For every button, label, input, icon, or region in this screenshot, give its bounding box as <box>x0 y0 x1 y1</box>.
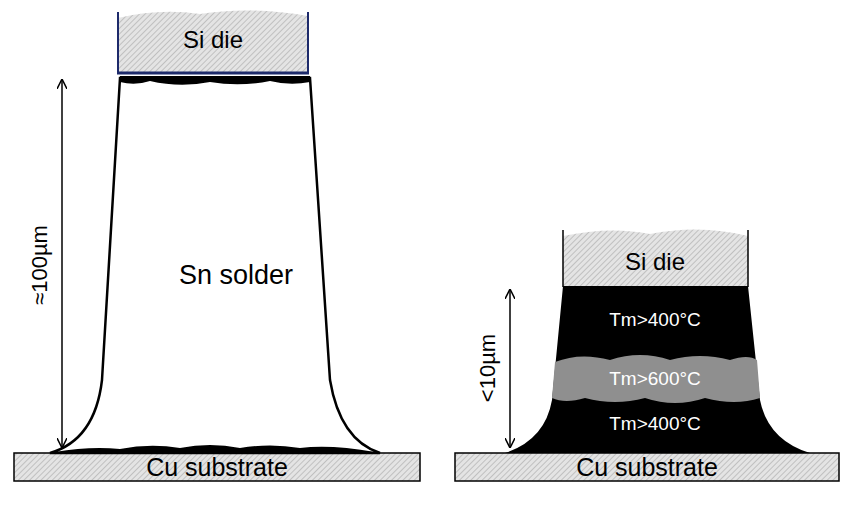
high-tm-band <box>552 355 760 403</box>
si-die <box>563 229 748 287</box>
cu-substrate <box>455 453 839 481</box>
cu-substrate <box>14 453 420 481</box>
node-text: Si die <box>183 26 243 54</box>
imc-band: Tm>400°C <box>605 307 705 333</box>
substrate-band: Cu substrate <box>142 451 292 484</box>
dimension-label: ≈100µm <box>27 222 53 308</box>
dimension-arrow <box>509 290 511 447</box>
imc-band: Tm>600°C <box>605 366 705 392</box>
node-text: Cu substrate <box>576 453 718 482</box>
imc-band: Tm>400°C <box>605 411 705 437</box>
si-die <box>118 10 308 72</box>
substrate-band: Cu substrate <box>572 451 722 484</box>
dimension-arrow <box>61 80 63 447</box>
node-text: Si die <box>625 248 685 276</box>
sn-solder <box>50 78 380 453</box>
node-text: Tm>400°C <box>609 309 701 331</box>
imc-layer <box>55 445 375 452</box>
imc-stack <box>505 286 810 453</box>
node-text: Sn solder <box>179 260 293 291</box>
solder-joint: Sn solder <box>175 258 297 293</box>
node-text: Tm>600°C <box>609 368 701 390</box>
imc-layer <box>120 76 310 85</box>
die-box: Si die <box>179 24 247 56</box>
node-text: Cu substrate <box>146 453 288 482</box>
dimension-label: <10µm <box>475 331 501 405</box>
die-box: Si die <box>621 246 689 278</box>
node-text: Tm>400°C <box>609 413 701 435</box>
